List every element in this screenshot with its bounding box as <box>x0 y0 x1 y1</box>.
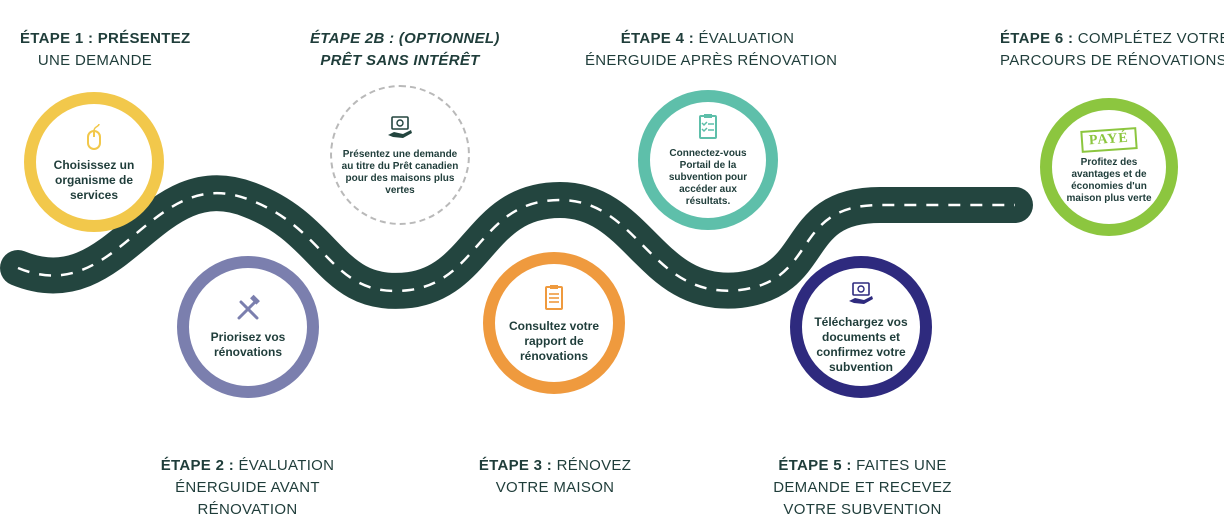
checklist-icon <box>699 114 717 139</box>
step2-title-line2: ÉNERGUIDE AVANT <box>175 479 320 496</box>
step2-circle: Priorisez vos rénovations <box>177 256 319 398</box>
step1-label: ÉTAPE 1 : <box>20 30 94 47</box>
step2b-title-line2: PRÊT SANS INTÉRÊT <box>320 52 480 69</box>
step3-title-line2: VOTRE MAISON <box>495 479 615 496</box>
step5-title-line1: FAITES UNE <box>856 457 947 474</box>
step1-title-line2: UNE DEMANDE <box>37 52 153 69</box>
step2-title-line3: RÉNOVATION <box>197 501 298 518</box>
step5-circle: Téléchargez vos documents et confirmez v… <box>790 256 932 398</box>
step4-title-line2: ÉNERGUIDE APRÈS RÉNOVATION <box>585 52 838 69</box>
step3-circle: Consultez votre rapport de rénovations <box>483 252 625 394</box>
tools-icon <box>237 294 260 320</box>
paid-stamp-icon: PAYÉ <box>1080 127 1138 153</box>
step5-label: ÉTAPE 5 : <box>778 457 852 474</box>
step6-heading: ÉTAPE 6 : COMPLÉTEZ VOTRE PARCOURS DE RÉ… <box>1000 28 1224 72</box>
report-icon <box>545 284 563 310</box>
step5-title-line3: VOTRE SUBVENTION <box>783 501 942 518</box>
mouse-icon <box>87 123 101 150</box>
step6-circle: PAYÉ Profitez des avantages et de économ… <box>1040 98 1178 236</box>
step6-title-line2: PARCOURS DE RÉNOVATIONS <box>1000 52 1224 69</box>
step5-title-line2: DEMANDE ET RECEVEZ <box>773 479 952 496</box>
step6-title-line1: COMPLÉTEZ VOTRE <box>1077 30 1224 47</box>
step2-body: Priorisez vos rénovations <box>210 330 286 359</box>
money-hand-icon <box>849 282 873 304</box>
step2b-body: Présentez une demande au titre du Prêt c… <box>341 149 459 196</box>
step2b-title-line1: (OPTIONNEL) <box>398 30 500 47</box>
step1-title-line1: PRÉSENTEZ <box>97 30 191 47</box>
step4-body: Connectez-vous Portail de la subvention … <box>668 148 748 207</box>
step5-heading: ÉTAPE 5 : FAITES UNE DEMANDE ET RECEVEZ … <box>770 455 955 521</box>
road-center-line <box>17 192 1015 293</box>
step5-body: Téléchargez vos documents et confirmez v… <box>814 315 908 374</box>
step6-label: ÉTAPE 6 : <box>1000 30 1074 47</box>
step2-title-line1: ÉVALUATION <box>238 457 335 474</box>
step3-title-line1: RÉNOVEZ <box>556 457 632 474</box>
step3-label: ÉTAPE 3 : <box>478 457 553 474</box>
step4-title-line1: ÉVALUATION <box>698 30 795 47</box>
step3-heading: ÉTAPE 3 : RÉNOVEZ VOTRE MAISON <box>470 455 640 499</box>
step2b-heading: ÉTAPE 2B : (OPTIONNEL) PRÊT SANS INTÉRÊT <box>310 28 499 72</box>
step2-label: ÉTAPE 2 : <box>160 457 234 474</box>
money-hand-icon <box>388 116 412 138</box>
step4-heading: ÉTAPE 4 : ÉVALUATION ÉNERGUIDE APRÈS RÉN… <box>585 28 838 72</box>
step2b-label: ÉTAPE 2B : <box>310 30 395 47</box>
step6-body: Profitez des avantages et de économies d… <box>1066 157 1152 204</box>
step1-heading: ÉTAPE 1 : PRÉSENTEZ UNE DEMANDE <box>20 28 190 72</box>
step2-heading: ÉTAPE 2 : ÉVALUATION ÉNERGUIDE AVANT RÉN… <box>160 455 335 521</box>
step2b-circle: Présentez une demande au titre du Prêt c… <box>330 85 470 225</box>
step3-body: Consultez votre rapport de rénovations <box>508 318 599 363</box>
step4-circle: Connectez-vous Portail de la subvention … <box>638 90 778 230</box>
step1-circle: Choisissez un organisme de services <box>24 92 164 232</box>
step4-label: ÉTAPE 4 : <box>620 30 694 47</box>
paid-stamp-text: PAYÉ <box>1088 130 1130 149</box>
step1-body: Choisissez un organisme de services <box>53 157 135 202</box>
